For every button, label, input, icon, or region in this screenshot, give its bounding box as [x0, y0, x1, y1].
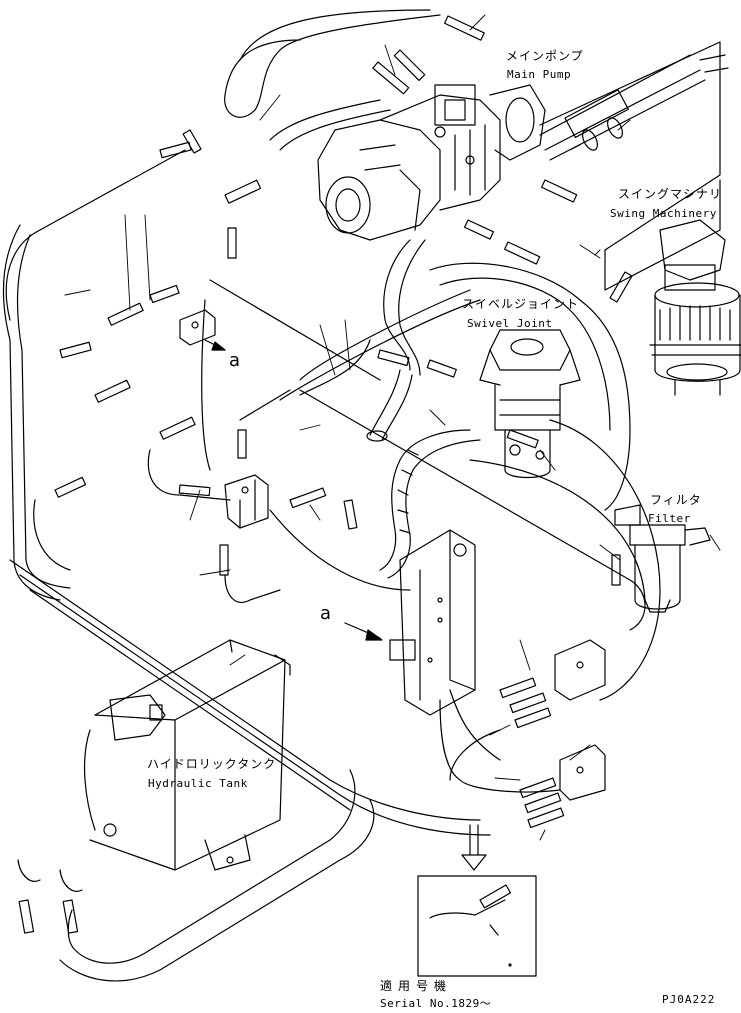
view-marker-a-lower: a — [320, 603, 332, 624]
leader-lines — [65, 15, 720, 840]
hose-spiral-guard — [300, 340, 480, 578]
main-pump-label-jp: メインポンプ — [506, 49, 584, 63]
hydraulic-tank-label-en: Hydraulic Tank — [148, 777, 248, 790]
main-pump-label-en: Main Pump — [507, 68, 572, 81]
detail-arrow-down — [462, 825, 486, 870]
swivel-joint — [480, 330, 580, 478]
swing-machinery-label-en: Swing Machinery — [610, 207, 717, 220]
filter-label-en: Filter — [648, 512, 691, 525]
hose-fittings — [18, 16, 632, 933]
hydraulic-tank-label-jp: ハイドロリックタンク — [147, 757, 277, 771]
hydraulic-tank — [85, 640, 290, 870]
filter — [615, 505, 710, 612]
view-arrow-upper — [205, 340, 225, 350]
mounting-bracket — [390, 530, 475, 715]
valve-block-upper — [180, 310, 268, 528]
valve-block-right — [555, 640, 605, 800]
swivel-joint-label-jp: スイベルジョイント — [462, 297, 580, 311]
swing-machinery — [605, 180, 741, 395]
view-marker-a-upper: a — [229, 350, 241, 371]
serial-label-en: Serial No.1829～ — [380, 997, 492, 1010]
swing-machinery-label-jp: スイングマシナリ — [618, 187, 723, 201]
serial-detail-inset — [418, 876, 536, 976]
filter-label-jp: フィルタ — [650, 493, 702, 507]
drawing-code: PJ0A222 — [662, 993, 716, 1006]
view-arrow-lower — [345, 623, 382, 640]
serial-label-jp: 適用号機 — [380, 979, 453, 993]
main-pump — [318, 85, 545, 240]
pipe-routes — [3, 10, 660, 981]
swivel-joint-label-en: Swivel Joint — [467, 317, 553, 330]
